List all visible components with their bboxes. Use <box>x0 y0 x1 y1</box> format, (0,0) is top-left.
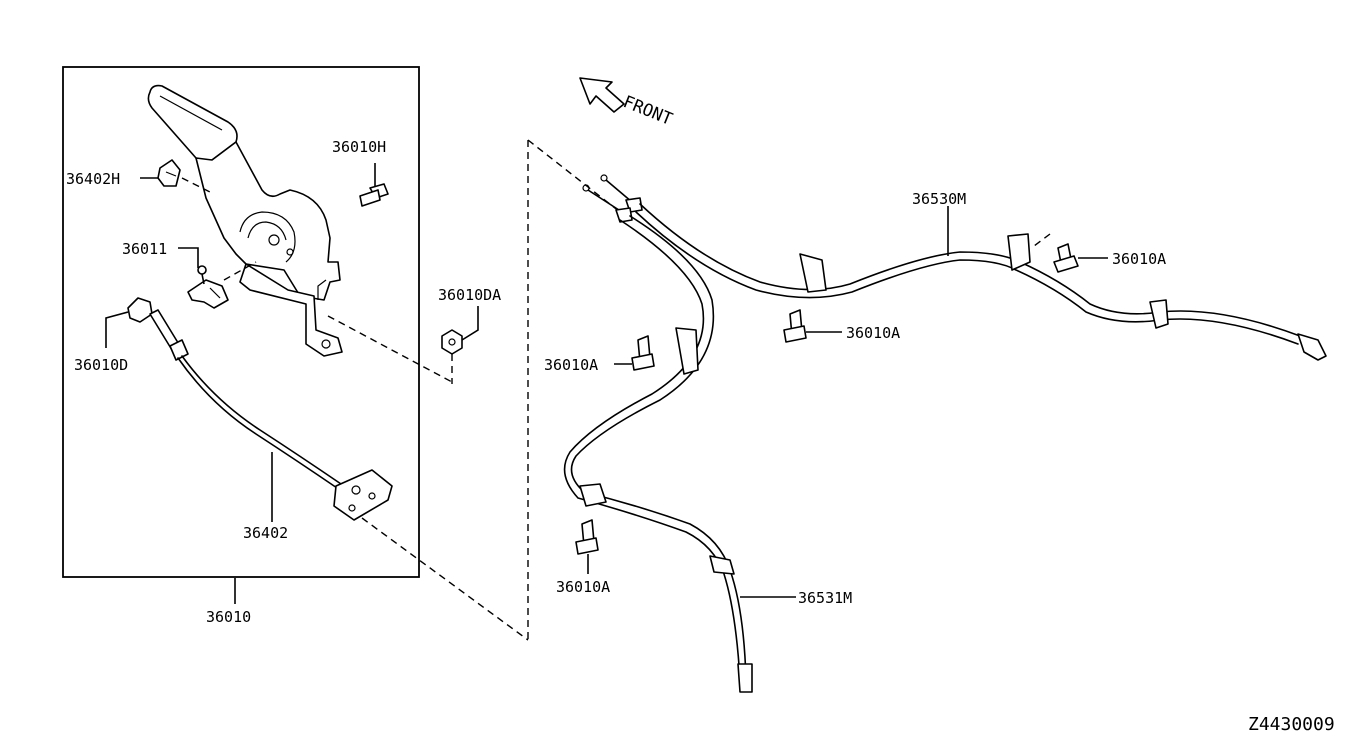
front-arrow-icon <box>579 77 625 113</box>
bolt-36010H <box>359 183 389 207</box>
leader-36011 <box>178 247 199 268</box>
callout-36402H: 36402H <box>66 170 120 188</box>
callout-36010: 36010 <box>206 608 251 626</box>
cable-36531M <box>563 215 753 693</box>
callout-36011: 36011 <box>122 240 167 258</box>
callout-36010H: 36010H <box>332 138 386 156</box>
callout-36010DA: 36010DA <box>438 286 501 304</box>
clip-36402H <box>157 159 181 187</box>
nut-36010DA <box>441 329 463 355</box>
hand-brake-lever <box>147 84 343 357</box>
bolt-36010A-right <box>1033 233 1079 273</box>
callout-36530M: 36530M <box>912 190 966 208</box>
pin-36011 <box>187 265 229 309</box>
leader-dash-36402H <box>181 177 211 193</box>
bolt-36010A-mid <box>783 309 807 343</box>
callout-36010A-right: 36010A <box>1112 250 1166 268</box>
front-label: FRONT <box>620 92 675 130</box>
drawing-code: Z4430009 <box>1248 714 1335 735</box>
callout-36010D: 36010D <box>74 356 128 374</box>
callout-36010A-left: 36010A <box>544 356 598 374</box>
callout-36402: 36402 <box>243 524 288 542</box>
cable-36402 <box>149 309 393 521</box>
dash-line-bracket <box>327 315 453 383</box>
leader-36010DA <box>461 306 479 341</box>
cable-36530M <box>635 203 1327 361</box>
leader-dash-36011 <box>223 261 257 281</box>
leader-36010D <box>105 311 129 348</box>
callout-36010A-bottom: 36010A <box>556 578 610 596</box>
bolt-36010A-bottom <box>575 519 599 555</box>
assembly-box-36010 <box>62 66 420 578</box>
clip-36010D <box>127 297 153 323</box>
callout-36531M: 36531M <box>798 589 852 607</box>
callout-36010A-mid: 36010A <box>846 324 900 342</box>
bolt-36010A-left <box>631 335 655 371</box>
cable-front-ends <box>582 174 643 223</box>
dash-line-cable-end <box>361 517 529 641</box>
